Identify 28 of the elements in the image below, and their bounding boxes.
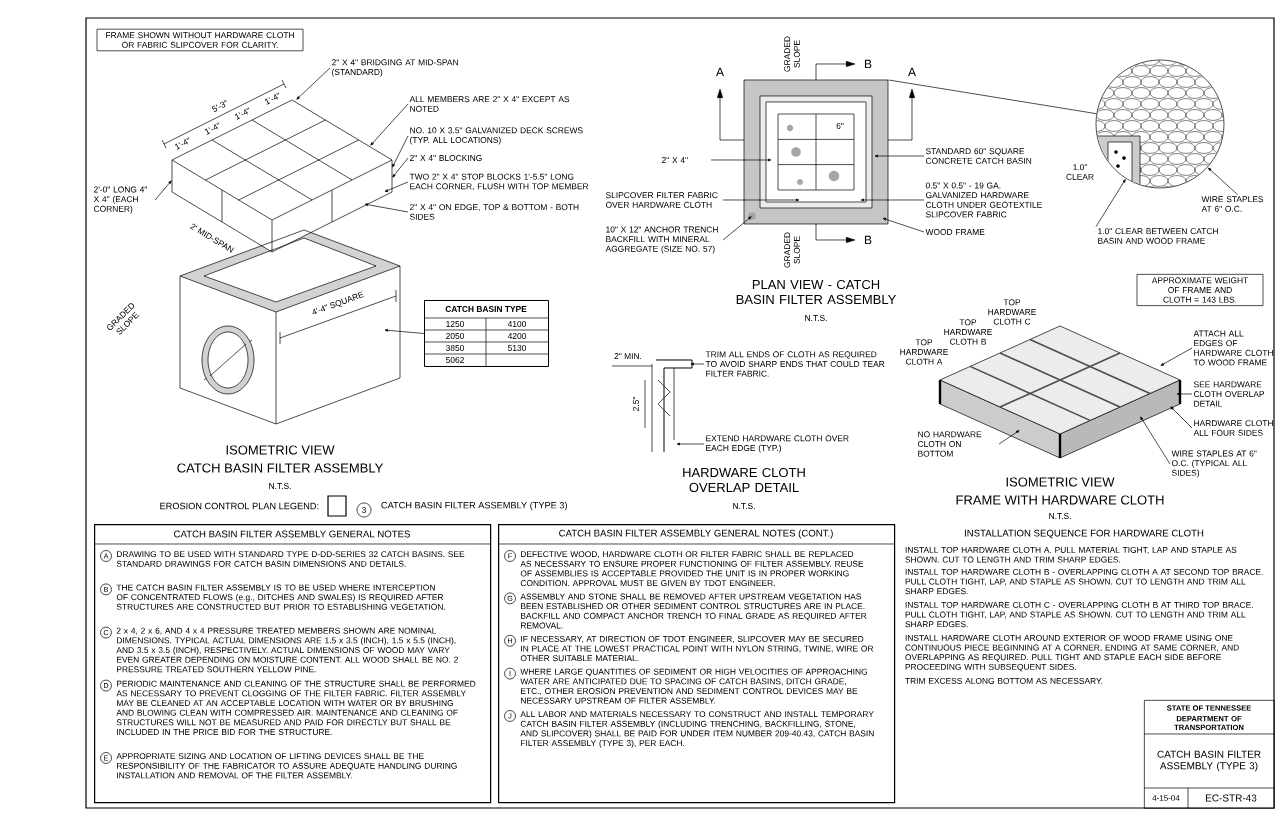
leader-line [392, 135, 409, 168]
leader-line [370, 103, 409, 146]
catch-basin-frame-drawing [161, 79, 401, 425]
detail-circle [1095, 59, 1225, 189]
leader-line [154, 180, 172, 201]
leader-line [384, 328, 425, 334]
leader-line [364, 203, 409, 213]
leader-line [392, 157, 409, 178]
leader-line [710, 158, 772, 162]
leader-line [1176, 392, 1193, 396]
leader-line [888, 79, 1097, 115]
leader-line [1208, 167, 1238, 195]
leader-line [1160, 347, 1193, 366]
leader-line [676, 442, 705, 446]
overlap-detail-drawing [651, 359, 693, 453]
leader-line [296, 67, 331, 100]
leader-line [874, 154, 925, 158]
leader-line [384, 181, 409, 192]
leader-line [998, 430, 1020, 445]
leader-line [722, 198, 800, 202]
leader-line [1140, 416, 1171, 465]
leader-line [722, 216, 752, 241]
leader-line [1095, 179, 1126, 227]
leader-line [860, 198, 925, 202]
leader-line [1170, 406, 1193, 429]
leader-line [882, 217, 925, 233]
plan-view-drawing [743, 79, 889, 225]
leader-line [690, 362, 705, 366]
